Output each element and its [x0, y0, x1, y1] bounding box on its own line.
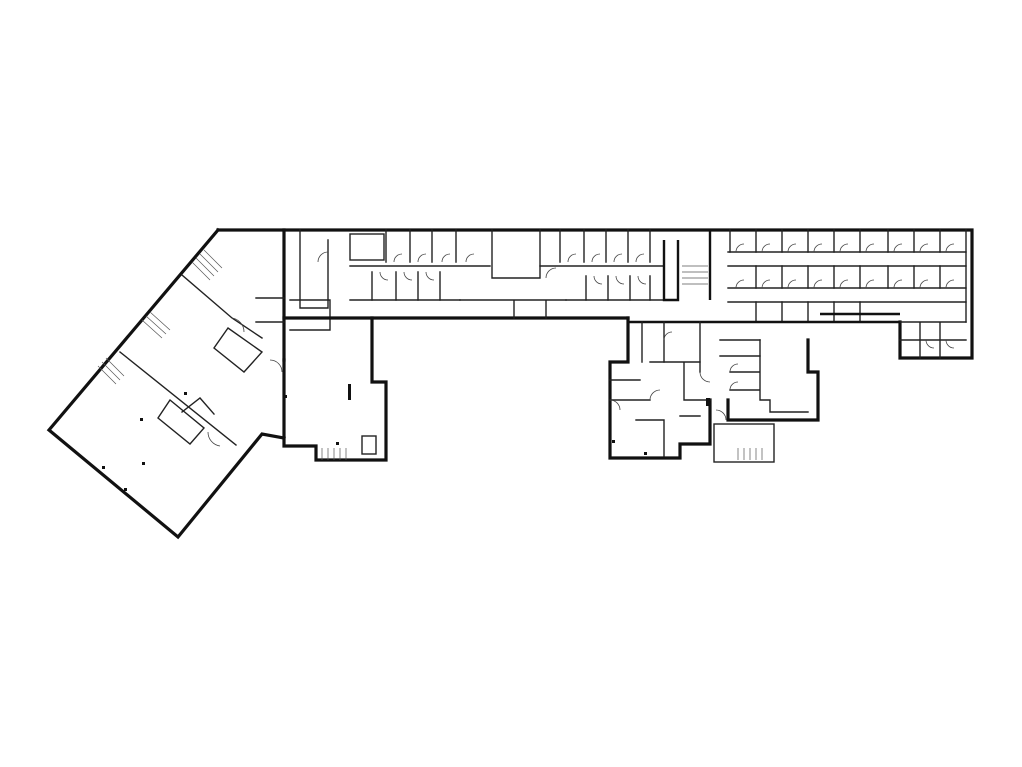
- west-wing: [46, 227, 286, 540]
- west-wing-outer-wall: [46, 227, 286, 540]
- north-cells-top-1: [385, 229, 457, 263]
- west-stair-2: [141, 311, 171, 339]
- column: [284, 395, 287, 398]
- center-west-lobby: [289, 299, 331, 331]
- east-offices: [628, 229, 967, 359]
- center-west-stair: [321, 448, 347, 460]
- west-door-3: [269, 359, 283, 373]
- southeast-outer-a: [608, 316, 712, 460]
- southeast-inner-4: [635, 415, 701, 457]
- north-bar-top-wall: [282, 228, 974, 360]
- west-door-2: [207, 431, 221, 447]
- north-room-a: [349, 233, 385, 261]
- north-corridor-wall-1: [349, 265, 665, 301]
- east-row-top: [727, 251, 967, 267]
- column: [142, 462, 145, 465]
- east-corridor-south: [628, 312, 900, 324]
- west-wing-core: [157, 398, 206, 445]
- column: [124, 488, 127, 491]
- southeast-stair: [737, 448, 763, 460]
- column: [184, 392, 187, 395]
- southeast-inner-1: [609, 361, 711, 401]
- north-corridor-line: [459, 299, 567, 319]
- column: [336, 442, 339, 445]
- column: [612, 440, 615, 443]
- west-stair-1: [191, 249, 223, 281]
- north-cells-top-2: [559, 229, 651, 263]
- west-wing-inner-wall: [216, 228, 286, 362]
- column: [140, 418, 143, 421]
- north-doors: [317, 251, 647, 285]
- east-cells-top: [729, 229, 967, 323]
- center-west-core: [255, 297, 285, 323]
- east-row-bottom: [727, 287, 967, 303]
- column: [102, 466, 105, 469]
- west-wing-core-2: [181, 397, 215, 415]
- east-annex: [899, 321, 967, 359]
- southeast-balcony: [713, 423, 775, 463]
- west-stair-3: [97, 357, 125, 385]
- west-wing-office: [213, 327, 264, 373]
- north-core-room: [491, 229, 541, 279]
- west-wing-partition-1: [181, 274, 263, 339]
- southeast-inner-3: [729, 339, 809, 413]
- east-cells-mid: [755, 265, 941, 289]
- north-corridor-wall-2: [662, 230, 712, 302]
- southeast-inner-2: [641, 321, 761, 373]
- southeast-outer-b: [726, 338, 820, 422]
- north-stair: [682, 265, 708, 285]
- column: [644, 452, 647, 455]
- center-west-elevator: [361, 435, 377, 455]
- center-west-outer: [282, 316, 388, 462]
- west-door-1: [231, 317, 245, 333]
- east-doors: [735, 243, 955, 349]
- column: [348, 384, 351, 400]
- southeast-doors: [609, 331, 739, 421]
- north-cells-bottom-1: [371, 271, 441, 301]
- column: [706, 398, 710, 406]
- north-bar: [282, 228, 974, 360]
- north-cells-bottom-2: [585, 275, 651, 301]
- southeast-block: [608, 316, 820, 463]
- west-wing-partition-2: [119, 351, 237, 446]
- center-west-block: [255, 297, 388, 462]
- north-service: [299, 229, 329, 309]
- east-cells-low: [755, 301, 861, 323]
